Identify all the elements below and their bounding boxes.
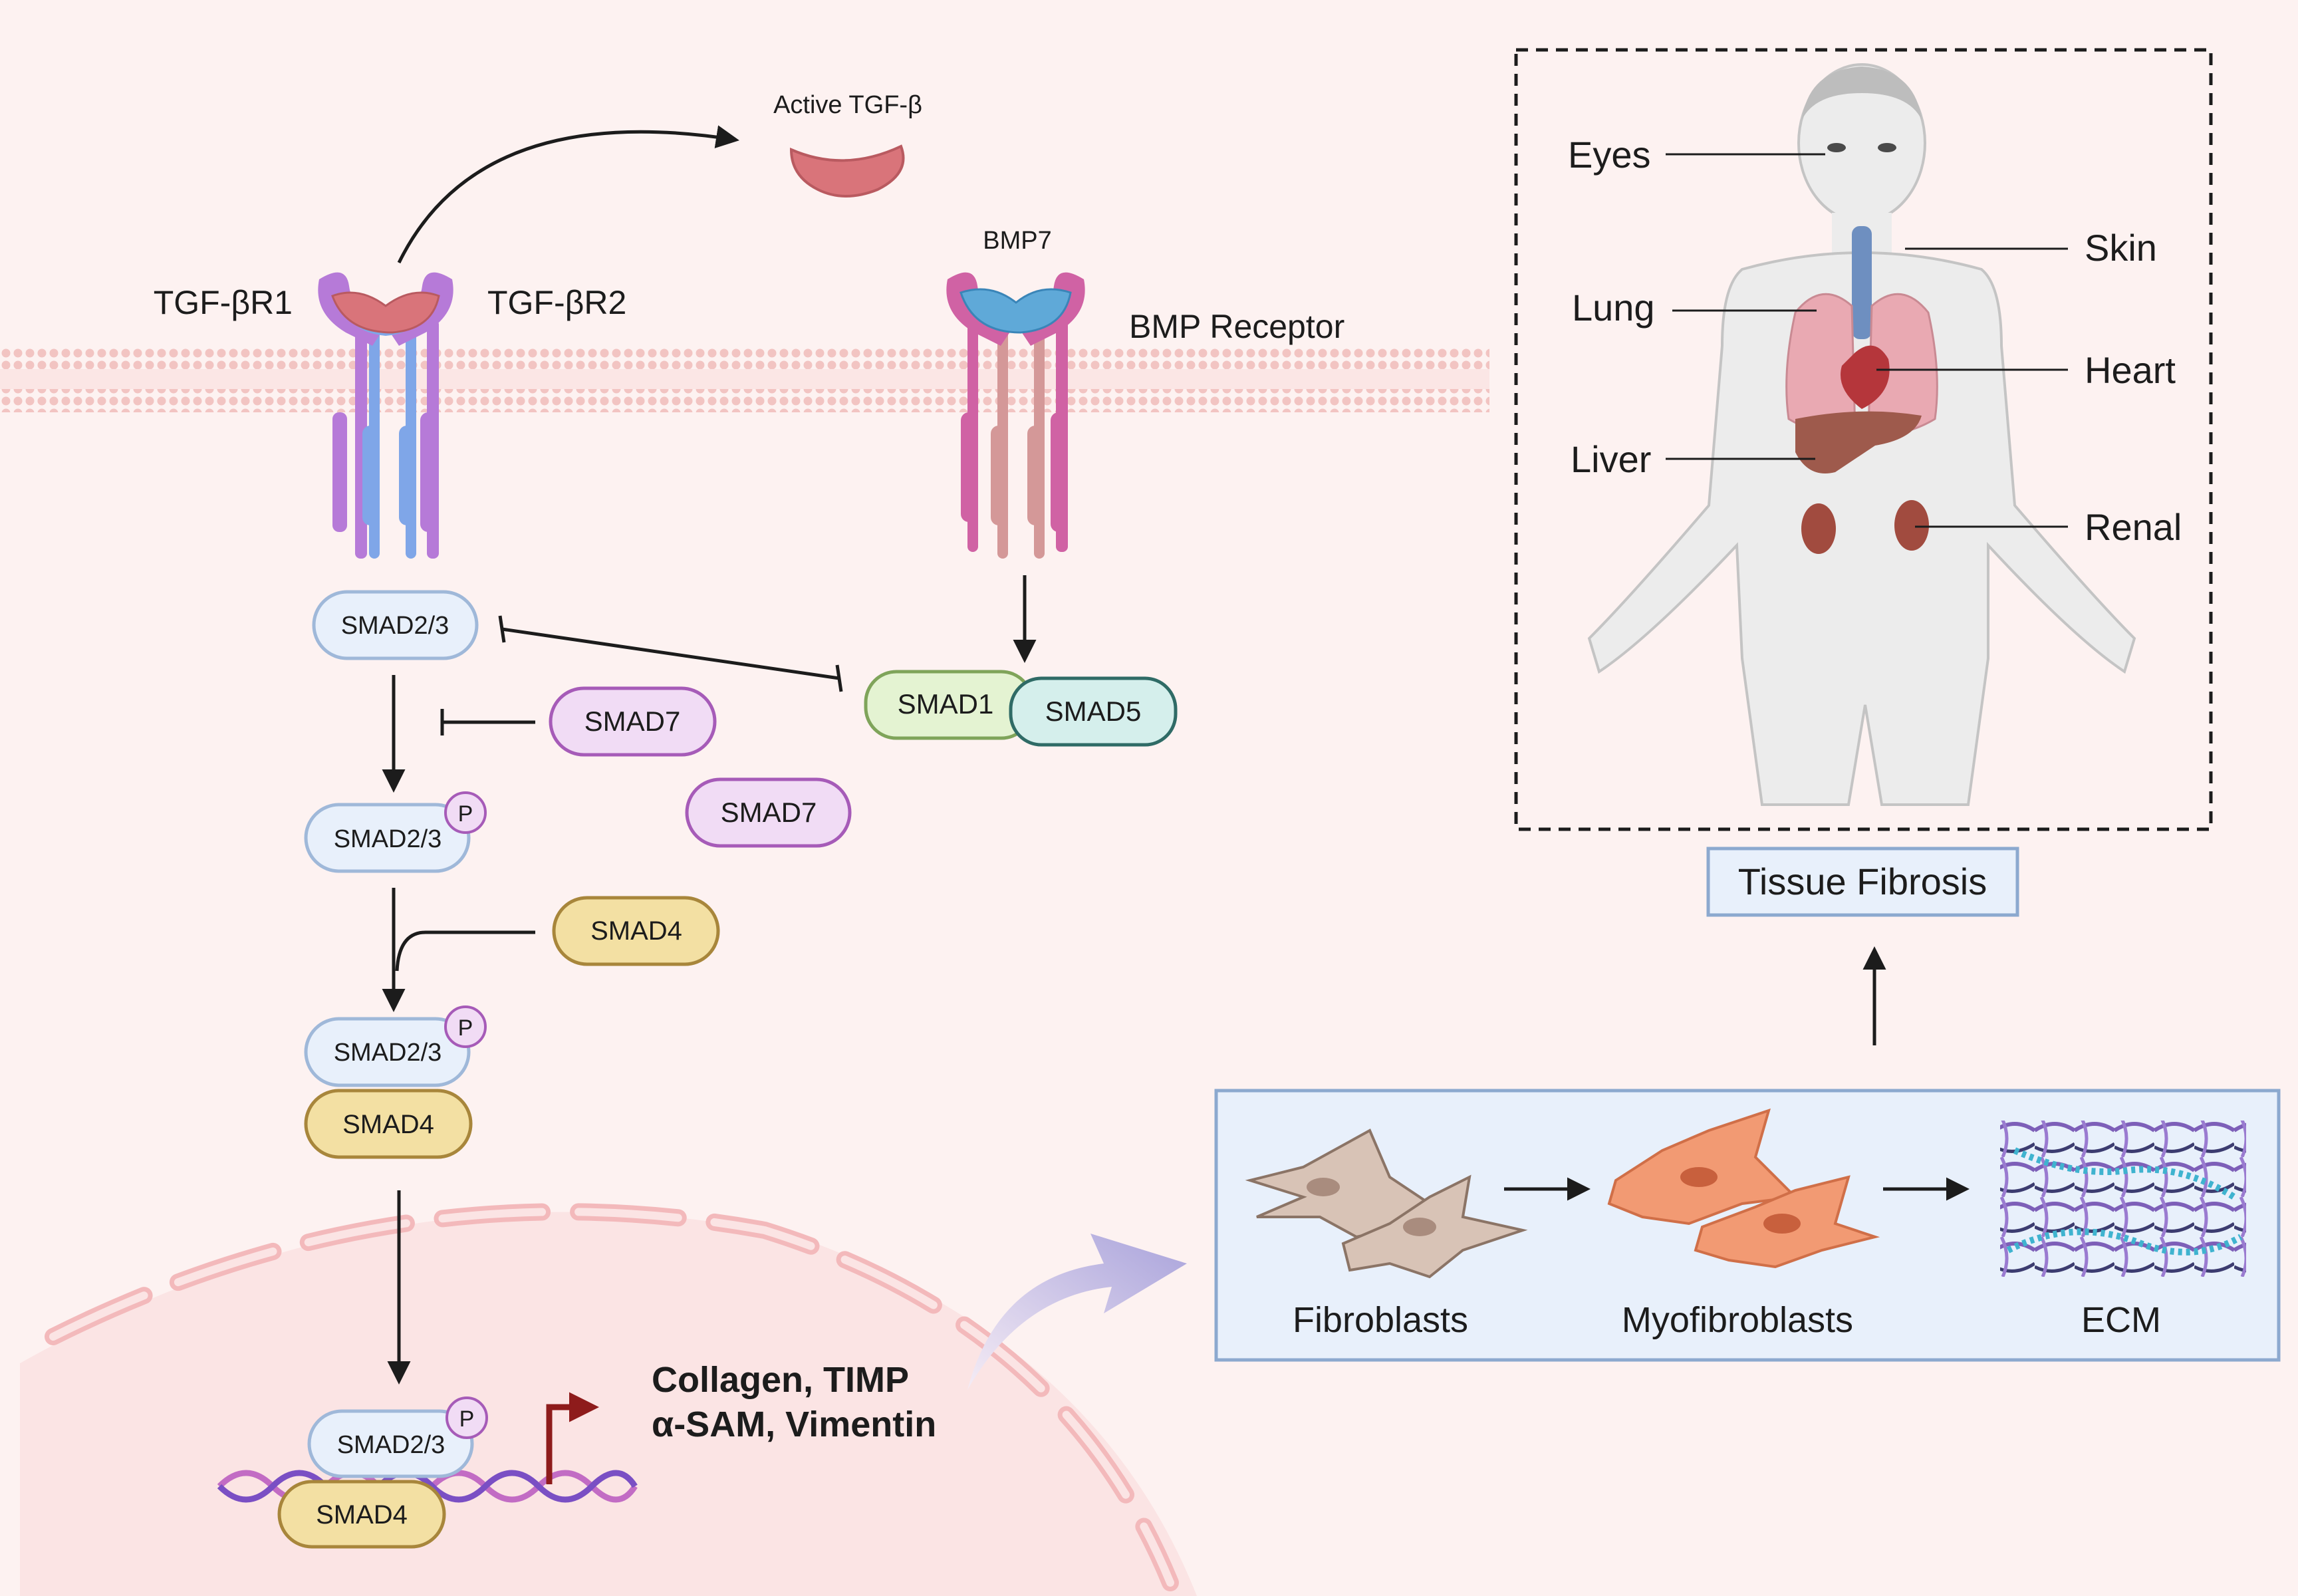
nuclear-complex: SMAD2/3 P SMAD4 Collagen, TIMP α-SAM, Vi… (217, 1360, 936, 1549)
smad7-node-a (549, 686, 717, 757)
myofibroblast-illustration (1607, 1108, 1880, 1269)
myofibroblasts-label: Myofibroblasts (1622, 1300, 1853, 1340)
smad4-nucleus-label: SMAD4 (316, 1500, 408, 1530)
transcription-arrow (546, 1392, 599, 1484)
tgfbr1-label: TGF-βR1 (154, 284, 293, 321)
fibroblasts-label: Fibroblasts (1293, 1300, 1468, 1340)
smad4-complex-node (304, 1089, 473, 1159)
crosstalk-inhibition-line (501, 627, 840, 680)
heart-icon (1841, 345, 1890, 409)
phospho-label-2: P (458, 1015, 473, 1041)
liver-label: Liver (1571, 438, 1651, 480)
liver-icon (1795, 411, 1922, 473)
heart-label: Heart (2085, 349, 2176, 391)
phospho-badge-2 (444, 1005, 487, 1048)
tissue-fibrosis-label: Tissue Fibrosis (1738, 861, 1987, 902)
curved-arrow-to-cells (967, 1234, 1187, 1390)
smad23-phospho-node (304, 803, 471, 873)
organ-callouts (1666, 153, 2068, 528)
bmp-receptor-complex: BMP7 BMP Receptor (946, 227, 1344, 559)
smad23-phospho-node-2 (304, 1017, 471, 1087)
crosstalk-bar-left (498, 615, 506, 643)
cell-membrane (0, 346, 1489, 412)
smad23-p1-label: SMAD2/3 (334, 825, 442, 853)
smad23-node-top (312, 590, 479, 660)
human-body-panel: Eyes Skin Lung Heart Liver Renal (1514, 48, 2213, 831)
smad23-p2-label: SMAD2/3 (334, 1039, 442, 1067)
dna-strand-b (217, 1470, 638, 1503)
renal-label: Renal (2085, 506, 2182, 548)
smad4-incoming-label: SMAD4 (590, 916, 682, 946)
smad7-node-b (685, 777, 852, 848)
phospho-label-1: P (458, 801, 473, 827)
ligand-release-arrow (397, 125, 739, 264)
smad5-node (1009, 676, 1178, 747)
trachea-icon (1852, 226, 1872, 339)
smad4-complex-label: SMAD4 (342, 1110, 434, 1139)
ecm-label: ECM (2081, 1300, 2161, 1340)
smad7-a-label: SMAD7 (584, 706, 681, 737)
smad23-nucleus-label: SMAD2/3 (337, 1431, 446, 1459)
nucleus (20, 1203, 1197, 1596)
smad7-b-label: SMAD7 (721, 797, 817, 828)
smad4-incoming-node (552, 896, 720, 966)
active-tgfb-label: Active TGF-β (773, 91, 922, 119)
cell-transition-panel: Fibroblasts Myofibroblasts ECM (1214, 1089, 2281, 1362)
smad5-label: SMAD5 (1045, 696, 1142, 727)
gene-products-line2: α-SAM, Vimentin (652, 1404, 936, 1444)
ecm-illustration (2000, 1121, 2246, 1277)
kidney-icon-left (1801, 503, 1836, 554)
bmp7-label: BMP7 (983, 227, 1051, 255)
active-tgfb-ligand: Active TGF-β (397, 91, 922, 264)
skin-label: Skin (2085, 227, 2157, 269)
tgfbr2-label: TGF-βR2 (487, 284, 626, 321)
smad-cascade: SMAD2/3 SMAD7 SMAD7 SMAD2/3 P SMAD4 SMAD… (304, 590, 852, 1385)
eyes-label: Eyes (1568, 134, 1651, 176)
tissue-fibrosis-box (1706, 847, 2019, 917)
eye-icon-left (1827, 143, 1846, 152)
phospho-label-3: P (459, 1406, 475, 1432)
lung-label: Lung (1572, 287, 1655, 329)
fibroblast-illustration (1245, 1129, 1528, 1279)
tgfb-receptor-complex: TGF-βR1 TGF-βR2 (154, 272, 626, 559)
gene-products-line1: Collagen, TIMP (652, 1360, 909, 1400)
smad4-join-line (395, 930, 535, 972)
smad23-top-label: SMAD2/3 (341, 612, 449, 640)
phospho-badge-1 (444, 791, 487, 834)
bmp-receptor-label: BMP Receptor (1129, 308, 1344, 345)
eye-icon-right (1878, 143, 1896, 152)
human-figure (1587, 63, 2136, 806)
phospho-badge-3 (446, 1396, 488, 1439)
crosstalk-bar-right (835, 664, 843, 692)
smad4-nucleus-node (277, 1480, 446, 1549)
smad1-label: SMAD1 (898, 688, 994, 720)
smad23-nucleus-node (307, 1409, 474, 1478)
bmp-smad-branch: SMAD1 SMAD5 (498, 575, 1178, 747)
kidney-icon-right (1894, 500, 1929, 551)
